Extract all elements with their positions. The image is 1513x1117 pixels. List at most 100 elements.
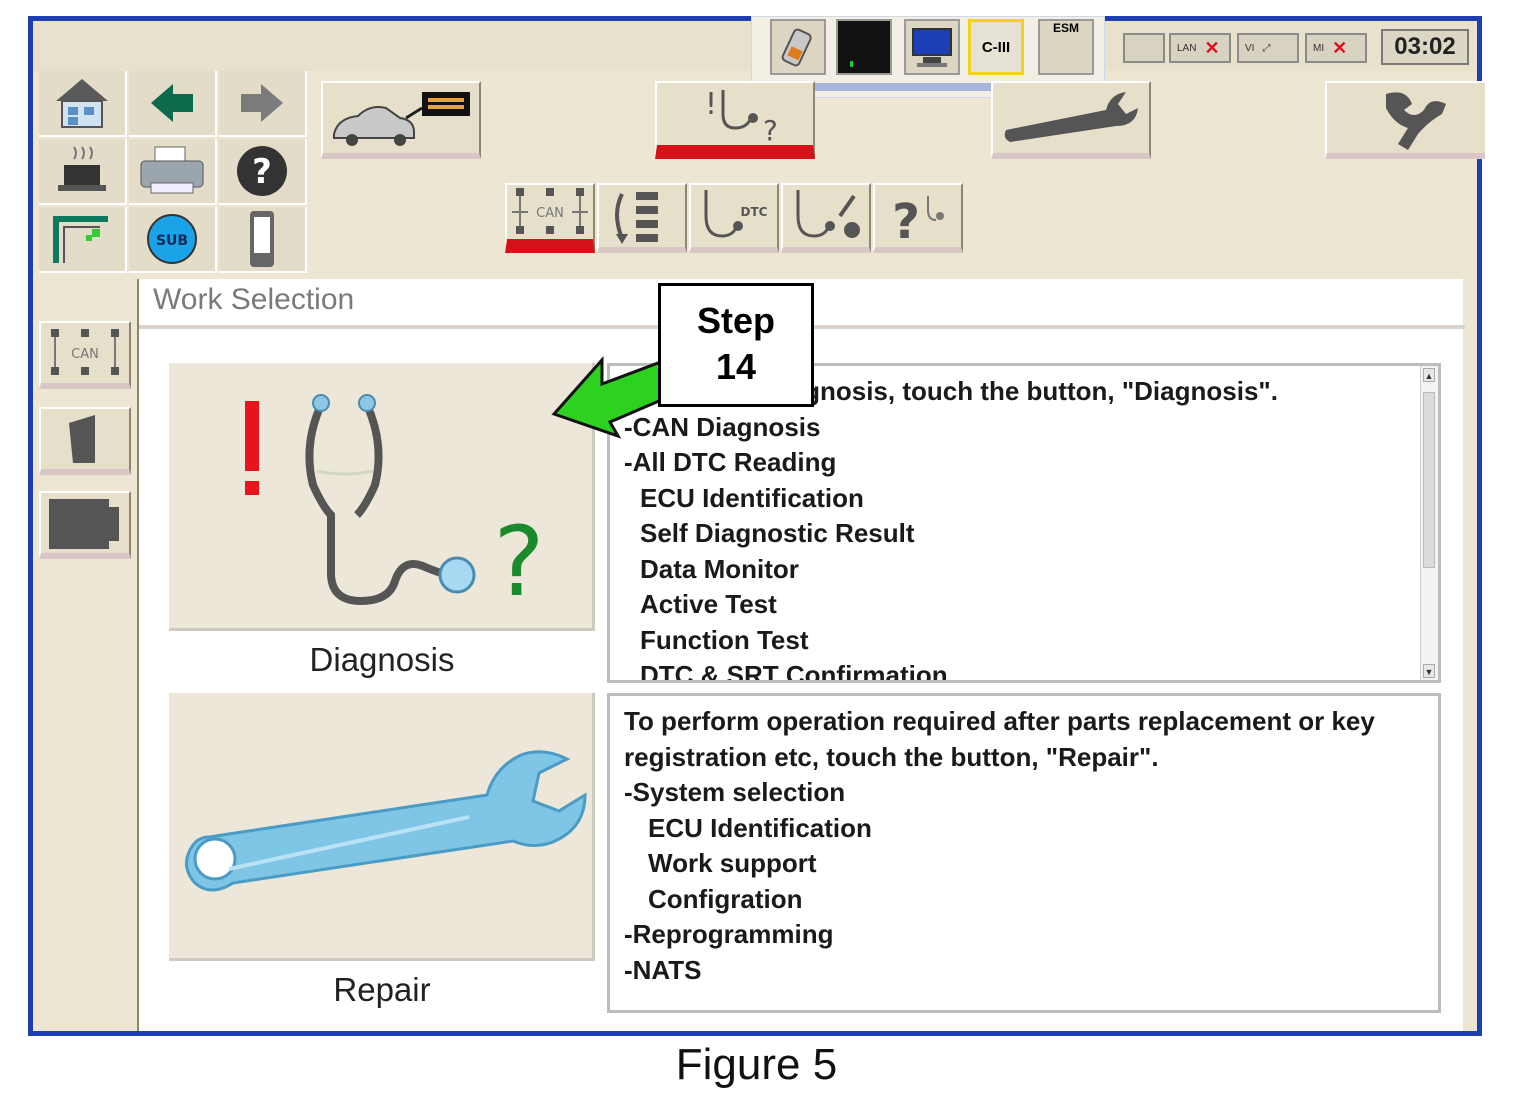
diagnosis-line: Self Diagnostic Result <box>640 518 915 548</box>
stethoscope-icon: !? <box>705 87 778 146</box>
clock: 03:02 <box>1381 29 1469 65</box>
repair-description-lines: To perform operation required after part… <box>624 704 1424 988</box>
repair-line: -Reprogramming <box>624 919 834 949</box>
tab-help-diagnosis[interactable]: ? <box>873 183 963 253</box>
diagnosis-description: To perform diagnosis, touch the button, … <box>607 363 1441 683</box>
back-button[interactable] <box>129 71 217 137</box>
monitor-stethoscope-icon <box>796 190 860 238</box>
sleep-button[interactable] <box>39 139 127 205</box>
oscilloscope-button[interactable] <box>836 19 892 75</box>
diagnosis-description-lines: To perform diagnosis, touch the button, … <box>624 374 1404 683</box>
svg-text:?: ? <box>494 506 545 618</box>
svg-text:SUB: SUB <box>156 233 188 249</box>
tools-icon <box>1386 92 1446 150</box>
lan-label: LAN <box>1177 42 1197 54</box>
car-monitor-icon <box>333 92 470 146</box>
forward-button[interactable] <box>219 71 307 137</box>
scroll-up-icon[interactable]: ▲ <box>1423 368 1435 382</box>
repair-label: Repair <box>333 971 431 1008</box>
device-icon <box>250 211 274 267</box>
diagnosis-line: DTC & SRT Confirmation <box>640 660 948 683</box>
vi-indicator: VI ⤢ <box>1237 33 1299 63</box>
side-connector-button[interactable] <box>39 491 131 559</box>
diagnosis-stethoscope-icon: ? <box>245 394 545 618</box>
connector-icon <box>49 499 119 549</box>
vi-device-button[interactable] <box>219 207 307 273</box>
repair-mode-button[interactable] <box>991 81 1151 159</box>
svg-text:?: ? <box>763 114 778 146</box>
mi-error-icon: ✕ <box>1332 37 1348 58</box>
battery-tool-button[interactable] <box>770 19 826 75</box>
battery-icon <box>781 28 812 67</box>
esm-label: ESM <box>1052 21 1079 35</box>
wrench-icon <box>1004 92 1138 142</box>
lan-indicator: LAN ✕ <box>1169 33 1231 63</box>
vehicle-button[interactable] <box>321 81 481 159</box>
arrow-left-icon <box>151 84 193 122</box>
diagnosis-line: -CAN Diagnosis <box>624 411 821 442</box>
diagnosis-line: ECU Identification <box>640 482 864 513</box>
vi-connect-icon: ⤢ <box>1262 42 1271 54</box>
c3-button[interactable]: C-III <box>968 19 1024 75</box>
callout-line-1: Step <box>696 300 775 341</box>
asist-button[interactable] <box>904 19 960 75</box>
arrow-right-icon <box>241 84 283 122</box>
status-slot-blank <box>1123 33 1165 63</box>
repair-description: To perform operation required after part… <box>607 693 1441 1013</box>
diagnosis-label: Diagnosis <box>309 641 455 678</box>
dtc-tab-label: DTC <box>741 205 768 219</box>
diagnosis-mode-button[interactable]: !? <box>655 81 815 159</box>
mi-indicator: MI✕ <box>1305 33 1367 63</box>
repair-line: registration etc, touch the button, "Rep… <box>624 741 1159 772</box>
step-callout: Step 14 <box>658 283 814 407</box>
diagnosis-line: Function Test <box>640 624 809 655</box>
maintenance-mode-button[interactable] <box>1325 81 1485 159</box>
sub-icon: SUB <box>147 214 197 264</box>
scroll-thumb[interactable] <box>1423 392 1435 568</box>
dtc-stethoscope-icon: DTC <box>704 190 768 238</box>
svg-text:?: ? <box>252 152 272 192</box>
page-title: Work Selection <box>153 283 355 316</box>
side-can-button[interactable]: CAN <box>39 321 131 389</box>
svg-text:!: ! <box>705 87 717 122</box>
callout-line-2: 14 <box>715 346 757 387</box>
repair-line: To perform operation required after part… <box>624 706 1375 736</box>
print-button[interactable] <box>129 139 217 205</box>
coffee-cup-icon <box>58 146 106 191</box>
tab-dtc-list[interactable] <box>597 183 687 253</box>
diagnosis-line: Active Test <box>640 589 777 619</box>
repair-button[interactable] <box>169 693 595 961</box>
tab-dtc[interactable]: DTC <box>689 183 779 253</box>
app-window: C-III ESM LAN ✕ VI ⤢ MI✕ 03:02 ? SUB <box>28 16 1485 1036</box>
side-can-icon: CAN <box>51 329 119 375</box>
tab-can-diagnosis[interactable]: CAN <box>505 183 595 253</box>
svg-text:?: ? <box>892 194 920 246</box>
lan-error-icon: ✕ <box>1204 37 1220 58</box>
help-button[interactable]: ? <box>219 139 307 205</box>
tab-data-monitor[interactable] <box>781 183 871 253</box>
repair-line: -NATS <box>624 954 702 985</box>
help-icon: ? <box>237 146 287 196</box>
scroll-down-icon[interactable]: ▼ <box>1423 664 1435 678</box>
diagnosis-button[interactable]: ? <box>169 363 595 631</box>
repair-line: Configration <box>648 883 803 914</box>
printer-icon <box>140 146 204 194</box>
repair-line: Work support <box>648 848 817 878</box>
side-ecu-button[interactable] <box>39 407 131 475</box>
c3-label: C-III <box>981 38 1011 56</box>
can-icon: CAN <box>512 188 588 234</box>
side-can-label: CAN <box>71 347 99 362</box>
home-icon <box>56 79 108 128</box>
repair-line: ECU Identification <box>648 812 872 843</box>
list-arrows-icon <box>615 192 658 244</box>
tool-popup: C-III ESM <box>751 16 1105 98</box>
esm-button[interactable]: ESM <box>1038 19 1094 75</box>
screen-capture-button[interactable] <box>39 207 127 273</box>
scope-icon <box>850 61 853 67</box>
home-button[interactable] <box>39 71 127 137</box>
monitor-icon <box>912 28 952 67</box>
diagnosis-line: Data Monitor <box>640 553 799 584</box>
vi-label: VI <box>1245 42 1255 54</box>
sub-mode-button[interactable]: SUB <box>129 207 217 273</box>
diagnosis-scrollbar[interactable]: ▲ ▼ <box>1420 366 1438 680</box>
